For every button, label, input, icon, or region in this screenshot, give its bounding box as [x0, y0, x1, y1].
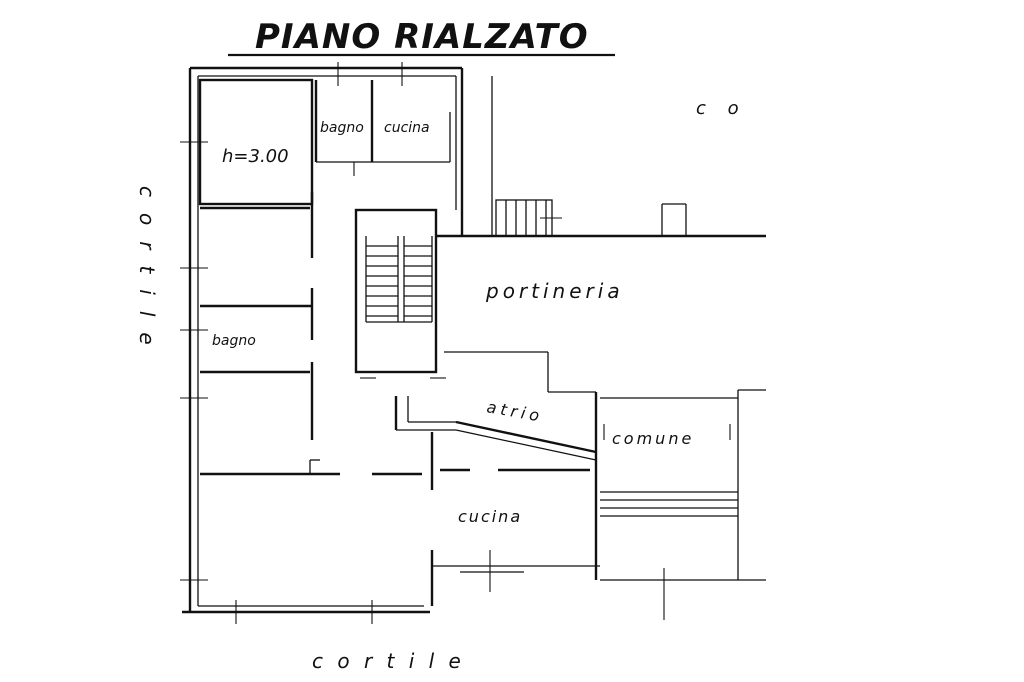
label-atrio: atrio: [485, 397, 544, 426]
stair-core: [354, 208, 438, 374]
label-cortile-bottom: c o r t i l e: [312, 649, 465, 673]
window-marks: [180, 62, 731, 624]
left-rooms-walls: [200, 192, 340, 476]
comune-walls: [600, 389, 766, 581]
portineria-walls: [435, 203, 766, 393]
outdoor-steps: [495, 199, 562, 237]
label-cortile-left: cortile: [135, 186, 159, 361]
label-cucina-bottom: cucina: [458, 507, 522, 526]
bottom-kitchen-walls: [372, 432, 600, 606]
label-portineria: portineria: [485, 279, 624, 303]
top-rooms-walls: [198, 78, 451, 206]
label-bagno-top: bagno: [320, 120, 364, 136]
label-cucina-top: cucina: [384, 120, 430, 136]
plan-title: PIANO RIALZATO: [255, 17, 589, 57]
label-bagno-left: bagno: [212, 333, 256, 349]
label-comune: comune: [612, 429, 694, 448]
atrio-walls: [394, 392, 598, 580]
label-height: h=3.00: [222, 146, 289, 167]
label-corner-top-right: c o: [696, 98, 747, 119]
